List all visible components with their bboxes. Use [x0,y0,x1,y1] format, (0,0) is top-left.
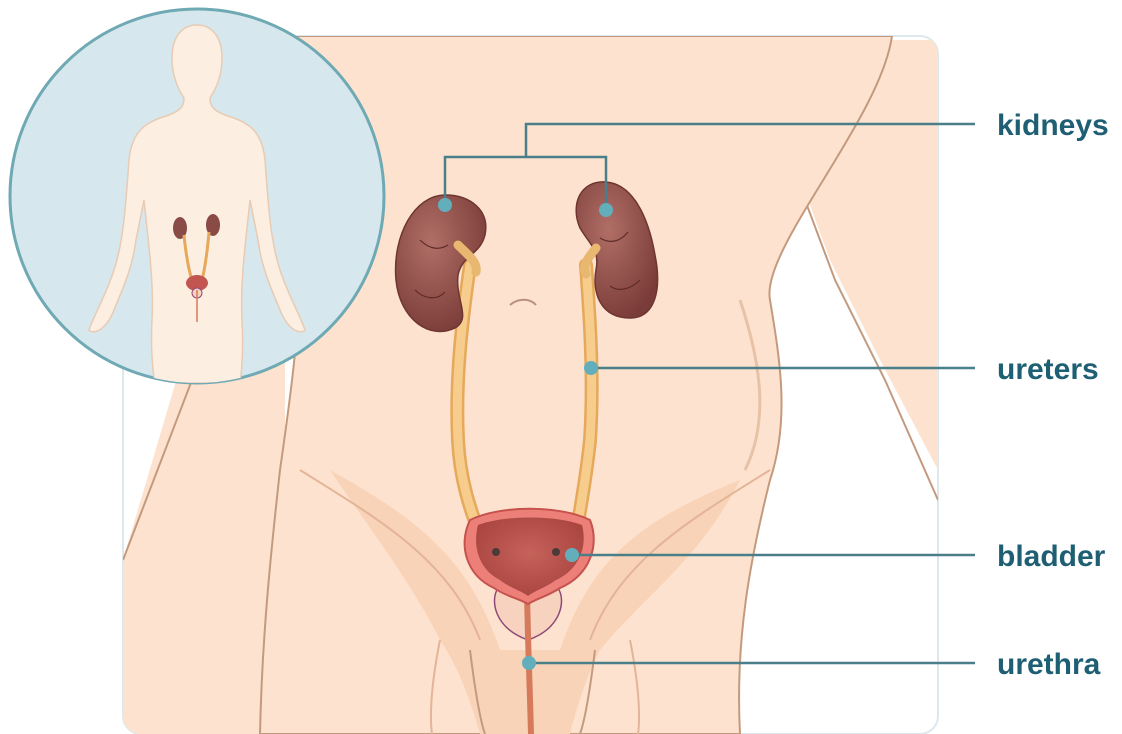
urethra-label: urethra [997,648,1101,681]
kidneys-label: kidneys [997,109,1109,142]
ureters-label: ureters [997,353,1099,386]
inset-overview [10,9,384,383]
bladder-label: bladder [997,540,1106,573]
